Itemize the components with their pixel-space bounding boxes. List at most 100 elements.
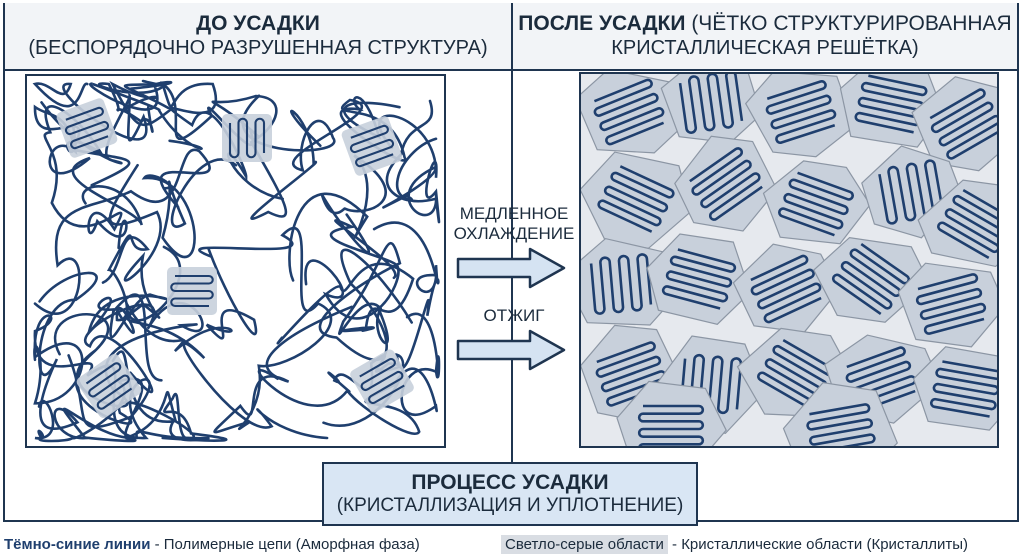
header-before: ДО УСАДКИ (БЕСПОРЯДОЧНО РАЗРУШЕННАЯ СТРУ… xyxy=(5,3,511,71)
annealing-label: ОТЖИГ xyxy=(483,306,545,325)
shrinkage-process-box: ПРОЦЕСС УСАДКИ (КРИСТАЛЛИЗАЦИЯ И УПЛОТНЕ… xyxy=(322,462,698,526)
polymer-chain xyxy=(33,314,151,440)
slow-cooling-arrow-icon xyxy=(456,247,566,289)
amorphous-structure-drawing xyxy=(32,79,441,443)
lamella-fold xyxy=(359,357,405,405)
crystallite-grain xyxy=(616,380,727,446)
crystallite-grain xyxy=(581,151,692,249)
crystallite-grain xyxy=(762,160,871,245)
legend-dark-lines-desc: - Полимерные цепи (Аморфная фаза) xyxy=(150,536,420,553)
crystallite-grain xyxy=(732,243,840,333)
lamella-fold xyxy=(678,74,744,134)
lamella-fold xyxy=(750,254,822,324)
lamella-fold xyxy=(64,106,110,150)
process-subtitle: (КРИСТАЛЛИЗАЦИЯ И УПЛОТНЕНИЕ) xyxy=(336,495,684,517)
lamella-fold xyxy=(854,74,928,134)
lamella-fold xyxy=(937,188,997,260)
crystallite-grain xyxy=(674,135,778,232)
polymer-chain xyxy=(43,105,128,250)
lamella-fold xyxy=(831,243,911,315)
polymer-chain xyxy=(108,163,329,440)
polymer-chain xyxy=(382,99,438,217)
lamella-fold xyxy=(85,362,133,410)
polymer-chain xyxy=(322,221,440,427)
header-before-subtitle: (БЕСПОРЯДОЧНО РАЗРУШЕННАЯ СТРУКТУРА) xyxy=(28,36,488,59)
lamella-fold xyxy=(806,403,876,446)
header-after: ПОСЛЕ УСАДКИ (ЧЁТКО СТРУКТУРИРОВАННАЯ КР… xyxy=(513,3,1017,71)
polymer-chain xyxy=(86,293,168,382)
lamella-fold xyxy=(170,274,214,308)
amorphous-panel xyxy=(25,74,446,448)
lamella-fold xyxy=(228,117,266,159)
small-crystallite xyxy=(76,353,142,419)
polymer-chain xyxy=(141,158,238,258)
legend-crystalline: Светло-серые области - Кристаллические о… xyxy=(501,535,968,554)
lamella-fold xyxy=(929,88,997,160)
polymer-chain xyxy=(257,312,441,435)
lamella-fold xyxy=(595,341,667,407)
polymer-chain xyxy=(53,313,228,442)
process-title: ПРОЦЕСС УСАДКИ xyxy=(411,471,609,494)
polymer-chain xyxy=(62,350,210,443)
crystallite-area xyxy=(839,74,944,148)
polymer-chain xyxy=(288,154,387,282)
lamella-fold xyxy=(589,253,653,315)
lamella-fold xyxy=(915,273,987,335)
crystallite-area xyxy=(744,74,856,158)
crystallite-grain xyxy=(911,76,997,172)
legend-gray-areas-desc: - Кристаллические области (Кристаллиты) xyxy=(667,536,968,553)
lamella-fold xyxy=(930,360,997,418)
polymer-chain xyxy=(33,148,211,315)
polymer-chain xyxy=(34,377,144,443)
polymer-chain xyxy=(304,219,400,320)
lamella-fold xyxy=(757,338,835,410)
slow-cooling-label-line2: ОХЛАЖДЕНИЕ xyxy=(453,223,575,243)
legend-amorphous: Тёмно-синие линии - Полимерные цепи (Амо… xyxy=(4,536,420,553)
crystallite-grain xyxy=(917,179,997,268)
crystalline-panel xyxy=(579,72,999,448)
small-crystallite xyxy=(222,114,272,162)
polymer-chain xyxy=(378,114,441,224)
lamella-fold xyxy=(593,78,665,146)
crystallite-grain xyxy=(744,74,856,158)
polymer-chain xyxy=(276,262,415,345)
header-after-subtitle: КРИСТАЛЛИЧЕСКАЯ РЕШЁТКА) xyxy=(611,36,919,59)
header-after-title-paren: (ЧЁТКО СТРУКТУРИРОВАННАЯ xyxy=(691,11,1012,35)
polymer-chain xyxy=(38,271,98,440)
crystallite-grain xyxy=(912,346,997,431)
lamella-fold xyxy=(637,404,705,446)
header-after-line1: ПОСЛЕ УСАДКИ (ЧЁТКО СТРУКТУРИРОВАННАЯ xyxy=(518,12,1011,37)
small-crystallite xyxy=(167,267,217,315)
legend-gray-areas-key: Светло-серые области xyxy=(501,535,668,554)
lamella-fold xyxy=(349,124,395,168)
annealing-arrow-icon xyxy=(456,329,566,371)
crystalline-structure-drawing xyxy=(581,74,997,446)
polymer-chain xyxy=(241,94,407,173)
polymer-chain xyxy=(160,80,284,201)
crystallite-area xyxy=(762,160,871,245)
center-divider xyxy=(511,3,513,465)
lamella-fold xyxy=(765,80,837,144)
header-after-title: ПОСЛЕ УСАДКИ xyxy=(518,11,686,35)
crystallite-grain xyxy=(813,236,930,323)
slow-cooling-label: МЕДЛЕННОЕ ОХЛАЖДЕНИЕ xyxy=(450,204,578,243)
crystallite-grain xyxy=(897,262,997,348)
header-before-title: ДО УСАДКИ xyxy=(196,11,320,35)
small-crystallite xyxy=(56,98,118,158)
lamella-fold xyxy=(597,165,675,233)
legend-dark-lines-key: Тёмно-синие линии xyxy=(4,536,151,553)
polymer-chain xyxy=(211,94,322,220)
crystallite-grain xyxy=(646,233,751,325)
polymer-chain xyxy=(198,226,354,434)
slow-cooling-label-line1: МЕДЛЕННОЕ xyxy=(459,204,569,223)
crystallite-grain xyxy=(782,381,899,446)
lamella-fold xyxy=(778,171,854,237)
polymer-chain xyxy=(125,245,258,353)
polymer-chain xyxy=(32,82,148,165)
crystallite-grain xyxy=(839,74,944,148)
lamella-fold xyxy=(689,147,763,221)
small-crystallite xyxy=(350,349,414,413)
lamella-fold xyxy=(661,248,737,310)
polymer-chain xyxy=(318,241,413,361)
